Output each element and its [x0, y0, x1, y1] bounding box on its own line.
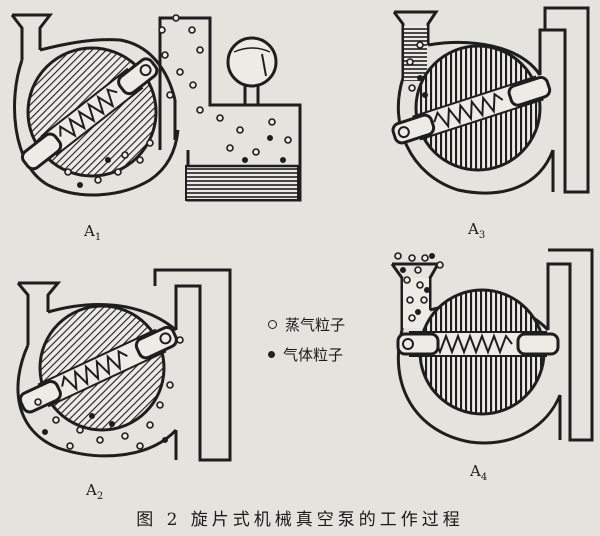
particles-a2: [34, 336, 184, 450]
panel-label-a1: A1: [84, 222, 102, 243]
outlet-pipe: [153, 268, 232, 462]
spring: [59, 88, 118, 138]
pump-housing: [396, 329, 562, 445]
inlet-port: [394, 10, 439, 45]
open-circle-icon: [268, 320, 277, 329]
panel-label-a3: A3: [468, 220, 486, 241]
pump-housing: [13, 59, 180, 197]
pump-housing: [16, 344, 178, 458]
legend-vapor-label: 蒸气粒子: [285, 316, 346, 334]
particles-a3: [406, 41, 428, 99]
outlet-pipe: [546, 248, 594, 442]
filled-dot-icon: [268, 351, 275, 358]
particles-a1: [64, 14, 292, 189]
pump-stage-a1: [10, 13, 302, 202]
vane-left: [20, 132, 63, 171]
legend-gas-label: 气体粒子: [283, 346, 344, 364]
pump-housing: [396, 77, 555, 195]
particles-a4: [394, 252, 444, 322]
oil-reservoir: [185, 165, 299, 201]
rotor-a4: [396, 288, 560, 416]
panel-label-a4: A4: [470, 462, 488, 483]
pump-stage-a2: [16, 268, 232, 462]
pressure-gauge: [226, 36, 278, 88]
oil-droplets-a3: [404, 26, 427, 81]
rotor-a3: [391, 44, 552, 172]
inlet-port: [392, 262, 441, 310]
panel-label-a2: A2: [86, 481, 104, 502]
inlet-port: [12, 13, 54, 50]
gauge-needle: [261, 53, 267, 77]
rotor-a1: [20, 46, 159, 178]
legend-gas: 气体粒子: [268, 344, 343, 365]
figure-caption: 图 2 旋片式机械真空泵的工作过程: [136, 510, 464, 530]
pump-stage-a3: [392, 6, 590, 195]
rotor-a2: [18, 304, 178, 432]
outlet-pipe: [538, 6, 590, 194]
inlet-port: [18, 281, 62, 312]
legend-vapor: 蒸气粒子: [268, 314, 345, 335]
